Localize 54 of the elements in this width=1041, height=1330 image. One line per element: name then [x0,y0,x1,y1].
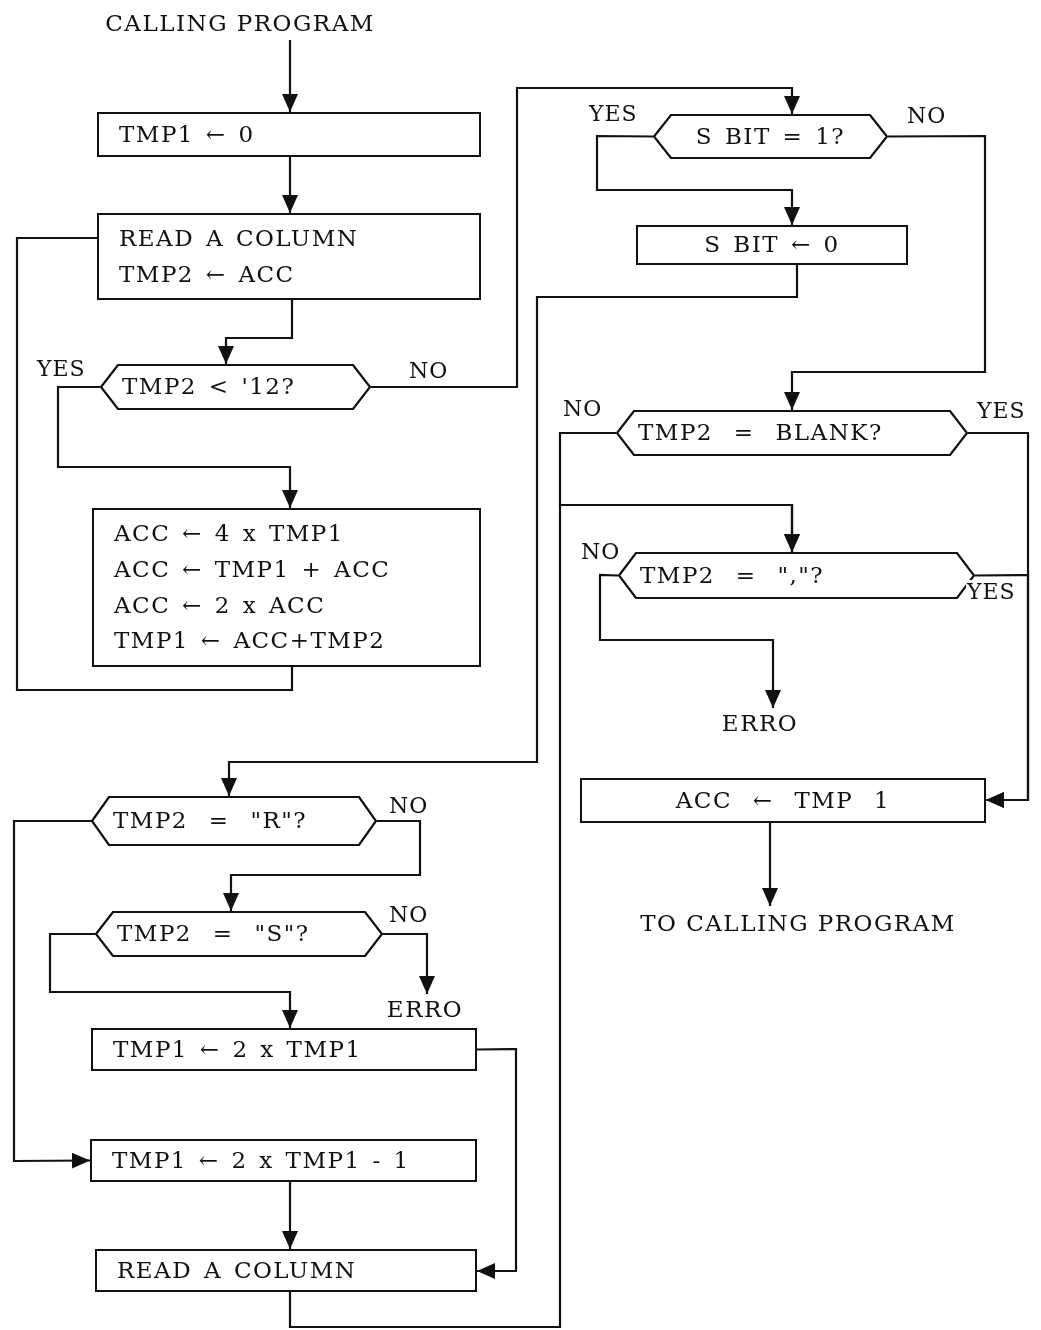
flow-arrow [975,573,1030,808]
process-box [97,112,481,157]
flow-arrow [288,503,800,1329]
node-text: S BIT = 1? [695,121,846,151]
process-box [97,213,481,300]
node-text: TMP1 ← 0 [119,119,255,149]
flow-arrow [762,823,778,906]
decision-hexagon [95,911,383,957]
node-text: TMP2 = "R"? [113,806,308,836]
decision-hexagon [653,114,888,159]
process-box [90,1139,477,1182]
node-text: ACC ← TMP 1 [675,785,891,815]
node-text: TMP2 = "S"? [117,919,310,949]
flow-arrow [383,932,435,994]
terminal-label: ERRO [700,708,820,738]
process-box [92,508,481,667]
node-text: TMP2 = ","? [640,560,825,590]
flow-arrow [477,1047,518,1279]
decision-hexagon [616,410,968,456]
flow-arrow [595,134,800,225]
node-text: TMP1 ← 2 x TMP1 - 1 [112,1145,410,1175]
flow-arrow [371,86,800,389]
node-text: READ A COLUMN [117,1255,357,1285]
node-text: ACC ← TMP1 + ACC [114,554,391,584]
flow-arrow [784,134,987,410]
terminal-label: TO CALLING PROGRAM [586,906,1010,940]
process-box [91,1028,477,1071]
flow-arrow [221,265,799,796]
node-text: S BIT ← 0 [704,230,840,260]
node-text: READ A COLUMN [119,223,359,253]
process-box [636,225,908,265]
flow-arrow [223,819,422,911]
connector-line [15,236,294,692]
node-text: ACC ← 2 x ACC [114,590,326,620]
flow-arrow [48,932,298,1028]
node-text: TMP2 < '12? [122,372,296,402]
node-text: TMP2 = BLANK? [638,418,883,448]
node-text: TMP1 ← ACC+TMP2 [114,626,386,656]
terminal-label: ERRO [370,994,480,1024]
node-text: ACC ← 4 x TMP1 [114,519,344,549]
flow-arrow [218,300,294,364]
node-text: TMP1 ← 2 x TMP1 [113,1034,362,1064]
process-box [580,778,986,823]
flow-arrow [282,1182,298,1249]
flow-arrow [282,157,298,213]
flow-arrow [12,819,91,1169]
decision-hexagon [91,796,377,846]
flow-arrow [56,385,298,508]
flow-arrow [598,573,781,708]
terminal-label: CALLING PROGRAM [60,6,420,40]
flow-arrow [282,40,298,112]
node-text: TMP2 ← ACC [119,259,295,289]
process-box [95,1249,477,1292]
decision-hexagon [100,364,371,410]
